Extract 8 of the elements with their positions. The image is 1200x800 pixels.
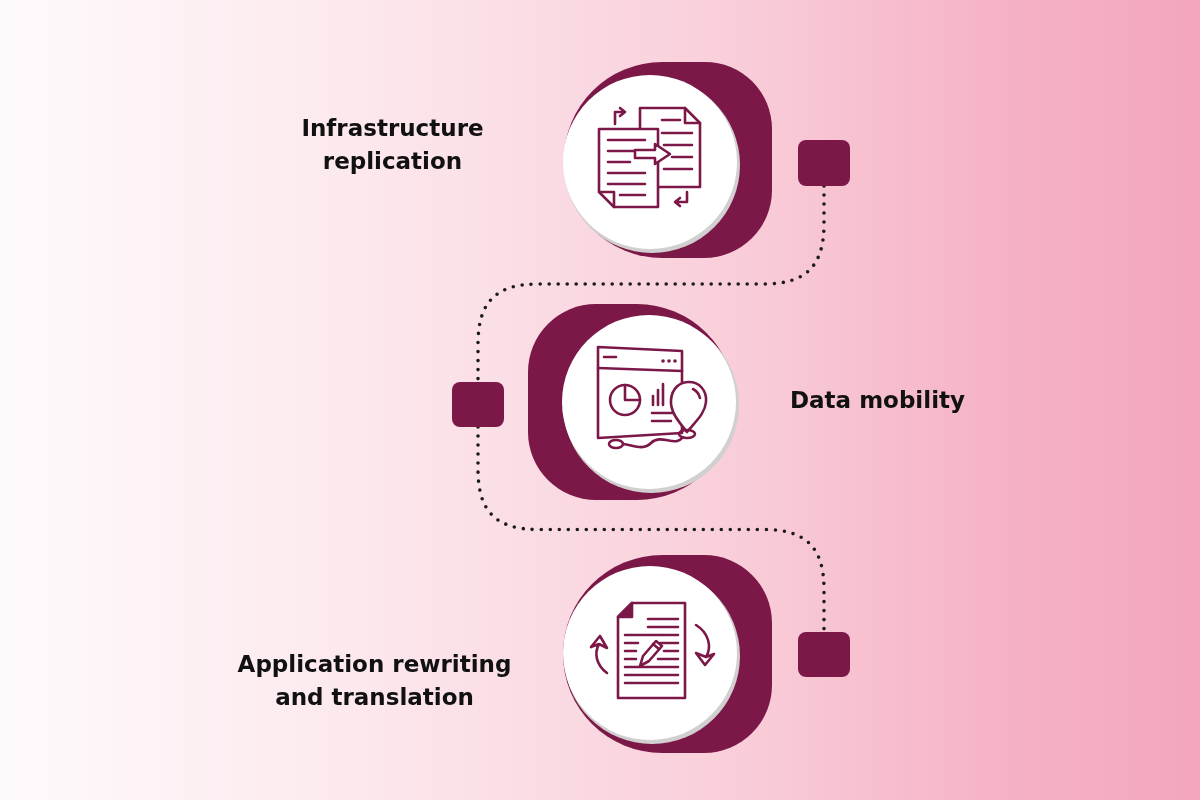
square-marker [452,382,504,427]
step-label: Data mobility [790,386,966,415]
step-label: Infrastructure replication [300,114,485,176]
square-marker [798,140,850,186]
icon-badge [562,553,774,755]
icon-badge [562,60,774,260]
square-marker [798,632,850,677]
step-label: Application rewriting and translation [236,650,513,712]
